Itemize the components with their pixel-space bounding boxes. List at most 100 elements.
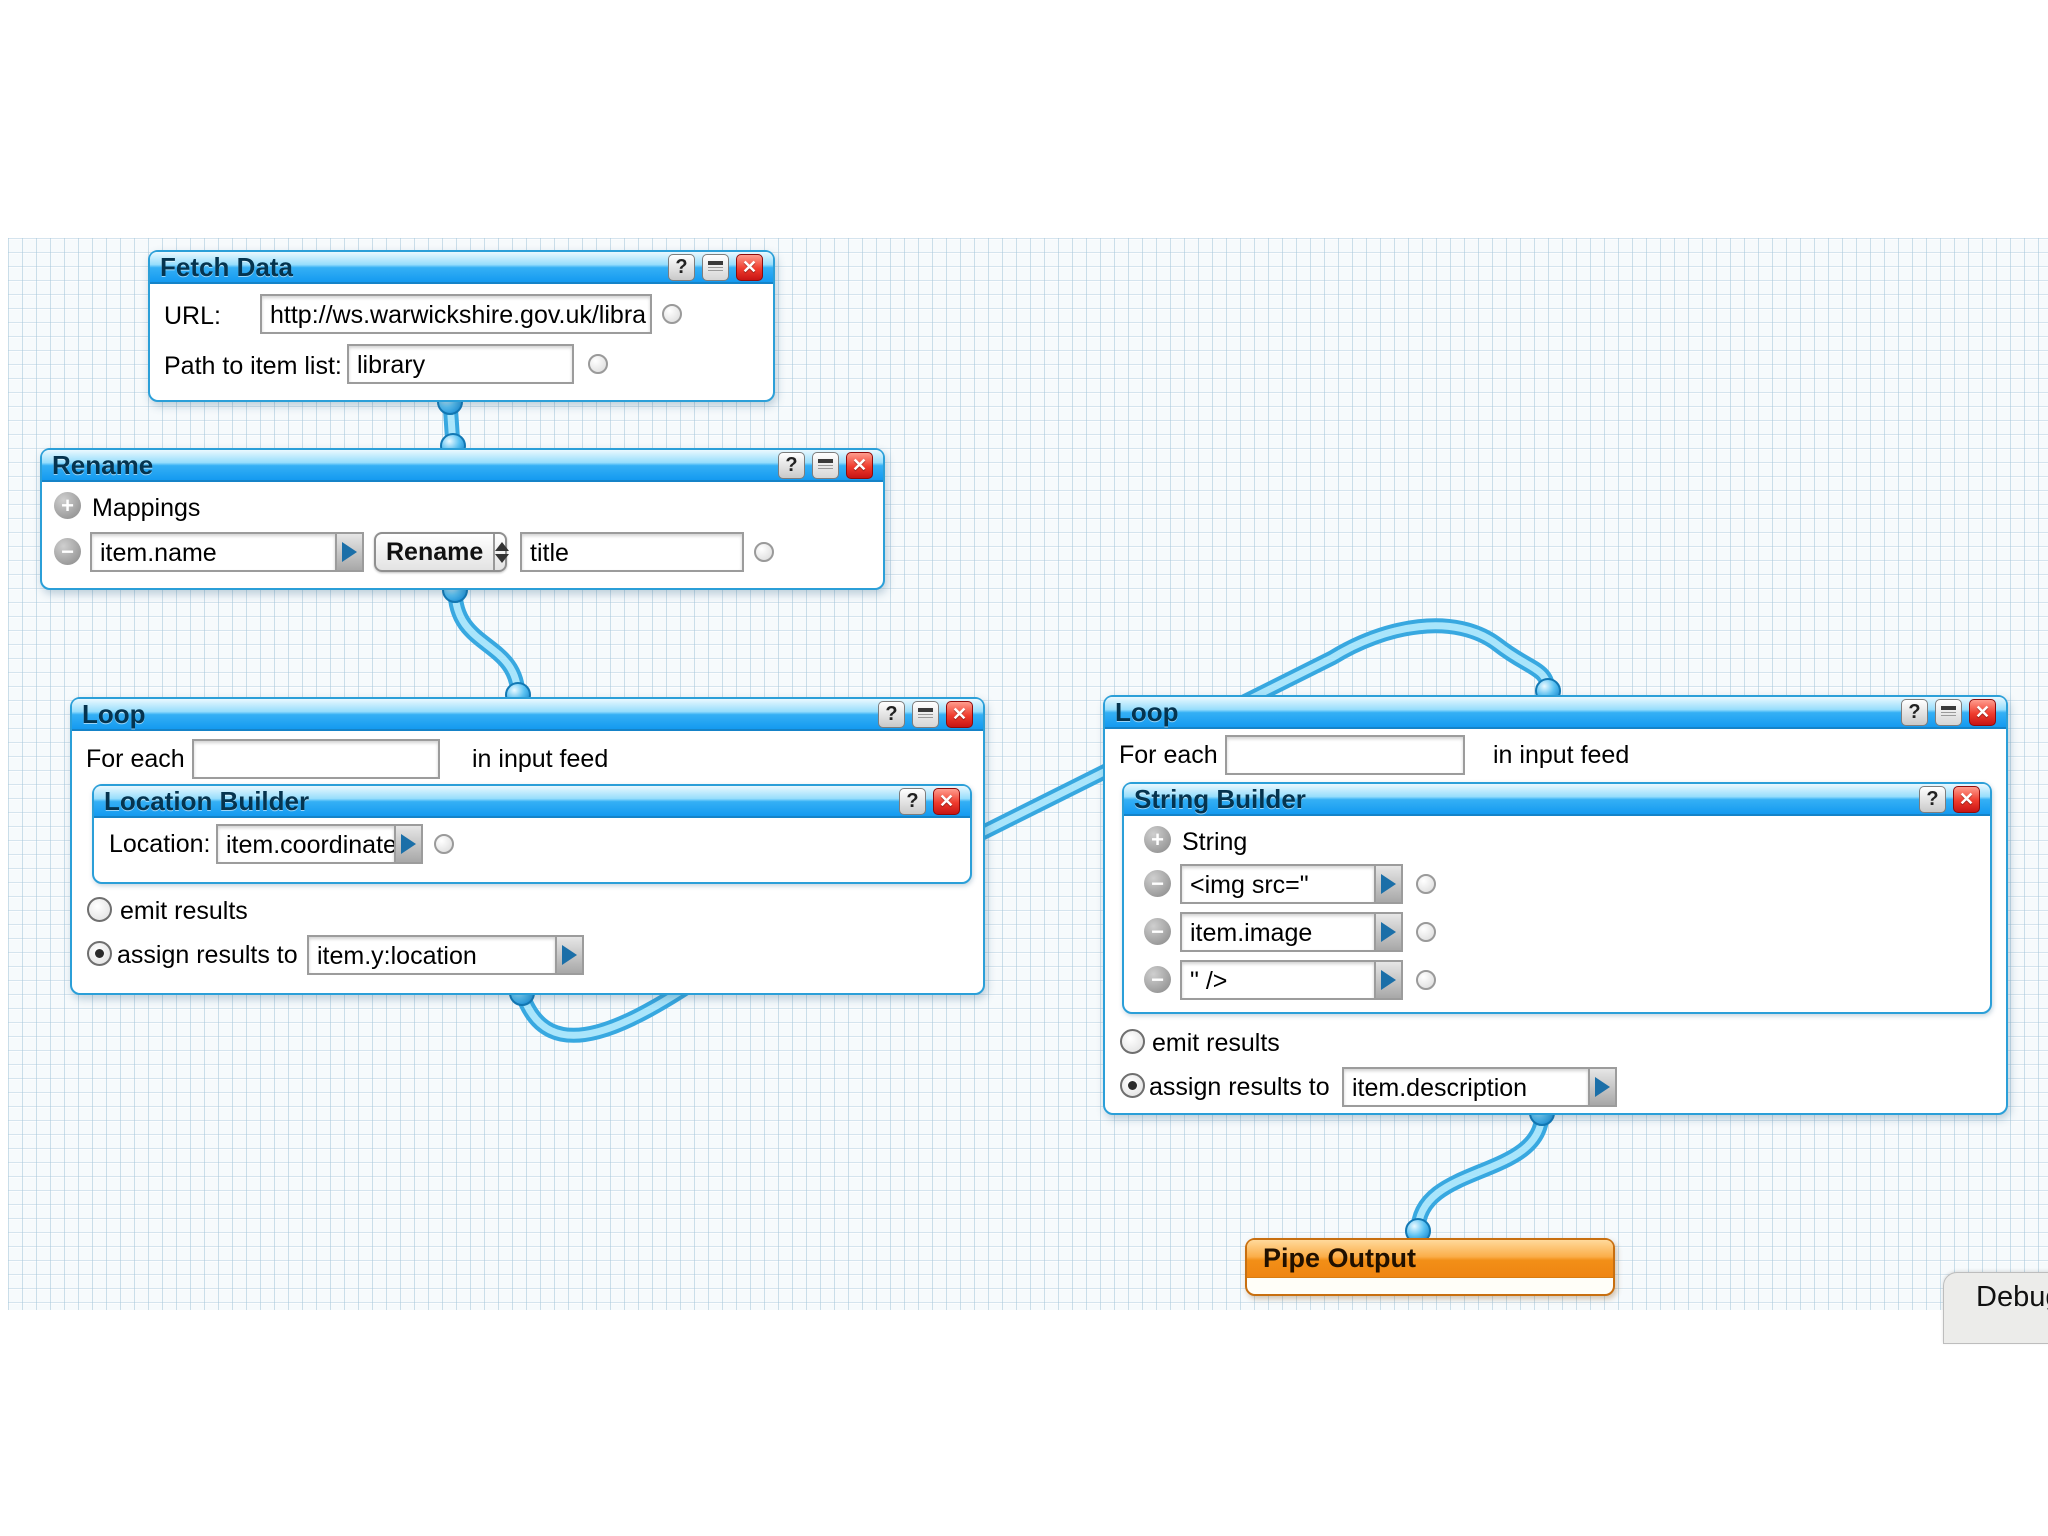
pipe-rename-to-loop-left bbox=[447, 582, 526, 705]
emit-results-radio[interactable] bbox=[1120, 1029, 1145, 1054]
remove-string-icon[interactable]: − bbox=[1144, 870, 1171, 897]
module-title: Loop bbox=[1115, 696, 1179, 727]
field-picker-arrow-icon[interactable] bbox=[1376, 912, 1403, 952]
collapse-glyph bbox=[818, 458, 833, 472]
emit-results-radio[interactable] bbox=[87, 897, 112, 922]
rename-operation-select[interactable]: Rename bbox=[374, 532, 510, 572]
rename-module: Rename ? ✕ + Mappings − item.name Rename… bbox=[40, 448, 885, 590]
arrow-glyph bbox=[1381, 970, 1396, 990]
help-icon[interactable]: ? bbox=[1919, 785, 1946, 813]
collapse-glyph bbox=[918, 707, 933, 721]
string-label: String bbox=[1182, 828, 1248, 856]
field-picker-arrow-icon[interactable] bbox=[1590, 1067, 1617, 1107]
for-each-field[interactable] bbox=[192, 739, 440, 779]
field-picker-arrow-icon[interactable] bbox=[557, 935, 584, 975]
fetch-data-titlebar[interactable]: Fetch Data ? ✕ bbox=[150, 252, 773, 284]
assign-results-label: assign results to bbox=[117, 941, 298, 969]
emit-results-label: emit results bbox=[1152, 1029, 1280, 1057]
mappings-label: Mappings bbox=[92, 494, 201, 522]
url-field[interactable]: http://ws.warwickshire.gov.uk/libra bbox=[260, 294, 652, 334]
pipe-output-titlebar[interactable]: Pipe Output bbox=[1247, 1240, 1613, 1278]
pipe-output-module[interactable]: Pipe Output bbox=[1245, 1238, 1615, 1296]
path-terminal[interactable] bbox=[588, 354, 608, 374]
close-icon[interactable]: ✕ bbox=[1953, 785, 1980, 813]
close-icon[interactable]: ✕ bbox=[736, 253, 763, 281]
close-icon[interactable]: ✕ bbox=[933, 787, 960, 815]
help-icon[interactable]: ? bbox=[1901, 698, 1928, 726]
collapse-glyph bbox=[708, 260, 723, 274]
loop-left-module: Loop ? ✕ For each in input feed Location… bbox=[70, 697, 985, 995]
field-picker-arrow-icon[interactable] bbox=[1376, 864, 1403, 904]
arrow-glyph bbox=[562, 945, 577, 965]
url-terminal[interactable] bbox=[662, 304, 682, 324]
collapse-icon[interactable] bbox=[912, 700, 939, 728]
arrow-glyph bbox=[401, 834, 416, 854]
string-item-terminal[interactable] bbox=[1416, 922, 1436, 942]
url-label: URL: bbox=[164, 302, 221, 330]
location-field[interactable]: item.coordinates bbox=[216, 824, 396, 864]
remove-string-icon[interactable]: − bbox=[1144, 918, 1171, 945]
collapse-icon[interactable] bbox=[1935, 698, 1962, 726]
module-title: String Builder bbox=[1134, 783, 1306, 814]
assign-target-field[interactable]: item.description bbox=[1342, 1067, 1590, 1107]
loop-right-module: Loop ? ✕ For each in input feed String B… bbox=[1103, 695, 2008, 1115]
select-spinner-icon bbox=[493, 534, 510, 570]
rename-row-terminal[interactable] bbox=[754, 542, 774, 562]
field-picker-arrow-icon[interactable] bbox=[337, 532, 364, 572]
string-item-terminal[interactable] bbox=[1416, 874, 1436, 894]
field-picker-arrow-icon[interactable] bbox=[396, 824, 423, 864]
remove-mapping-icon[interactable]: − bbox=[54, 538, 81, 565]
remove-string-icon[interactable]: − bbox=[1144, 966, 1171, 993]
path-to-item-list-label: Path to item list: bbox=[164, 352, 342, 380]
rename-titlebar[interactable]: Rename ? ✕ bbox=[42, 450, 883, 482]
string-item-terminal[interactable] bbox=[1416, 970, 1436, 990]
loop-right-titlebar[interactable]: Loop ? ✕ bbox=[1105, 697, 2006, 729]
collapse-glyph bbox=[1941, 705, 1956, 719]
for-each-label: For each bbox=[86, 745, 185, 773]
rename-source-field[interactable]: item.name bbox=[90, 532, 337, 572]
collapse-icon[interactable] bbox=[702, 253, 729, 281]
arrow-glyph bbox=[1595, 1077, 1610, 1097]
arrow-glyph bbox=[342, 542, 357, 562]
location-label: Location: bbox=[109, 830, 211, 858]
close-icon[interactable]: ✕ bbox=[1969, 698, 1996, 726]
loop-left-titlebar[interactable]: Loop ? ✕ bbox=[72, 699, 983, 731]
collapse-icon[interactable] bbox=[812, 451, 839, 479]
for-each-label: For each bbox=[1119, 741, 1218, 769]
rename-target-field[interactable]: title bbox=[520, 532, 744, 572]
selected-operation: Rename bbox=[386, 537, 484, 566]
string-builder-titlebar[interactable]: String Builder ? ✕ bbox=[1124, 784, 1990, 816]
close-icon[interactable]: ✕ bbox=[946, 700, 973, 728]
assign-target-field[interactable]: item.y:location bbox=[307, 935, 557, 975]
fetch-data-module: Fetch Data ? ✕ URL: http://ws.warwickshi… bbox=[148, 250, 775, 402]
arrow-glyph bbox=[1381, 874, 1396, 894]
help-icon[interactable]: ? bbox=[778, 451, 805, 479]
assign-results-label: assign results to bbox=[1149, 1073, 1330, 1101]
add-string-icon[interactable]: + bbox=[1144, 826, 1171, 853]
debug-label: Debug bbox=[1976, 1281, 2048, 1313]
string-item-field[interactable]: " /> bbox=[1180, 960, 1376, 1000]
assign-results-radio[interactable] bbox=[87, 941, 112, 966]
assign-results-radio[interactable] bbox=[1120, 1073, 1145, 1098]
add-mapping-icon[interactable]: + bbox=[54, 492, 81, 519]
debug-panel[interactable]: Debug bbox=[1943, 1272, 2048, 1344]
string-item-field[interactable]: <img src=" bbox=[1180, 864, 1376, 904]
path-to-item-list-field[interactable]: library bbox=[347, 344, 574, 384]
module-title: Loop bbox=[82, 698, 146, 729]
in-input-feed-label: in input feed bbox=[472, 745, 609, 773]
help-icon[interactable]: ? bbox=[878, 700, 905, 728]
string-item-field[interactable]: item.image bbox=[1180, 912, 1376, 952]
location-builder-titlebar[interactable]: Location Builder ? ✕ bbox=[94, 786, 970, 818]
help-icon[interactable]: ? bbox=[899, 787, 926, 815]
emit-results-label: emit results bbox=[120, 897, 248, 925]
location-terminal[interactable] bbox=[434, 834, 454, 854]
module-title: Rename bbox=[52, 449, 154, 480]
help-icon[interactable]: ? bbox=[668, 253, 695, 281]
for-each-field[interactable] bbox=[1225, 735, 1465, 775]
field-picker-arrow-icon[interactable] bbox=[1376, 960, 1403, 1000]
arrow-glyph bbox=[1381, 922, 1396, 942]
module-title: Fetch Data bbox=[160, 251, 293, 282]
close-icon[interactable]: ✕ bbox=[846, 451, 873, 479]
module-title: Location Builder bbox=[104, 785, 310, 816]
